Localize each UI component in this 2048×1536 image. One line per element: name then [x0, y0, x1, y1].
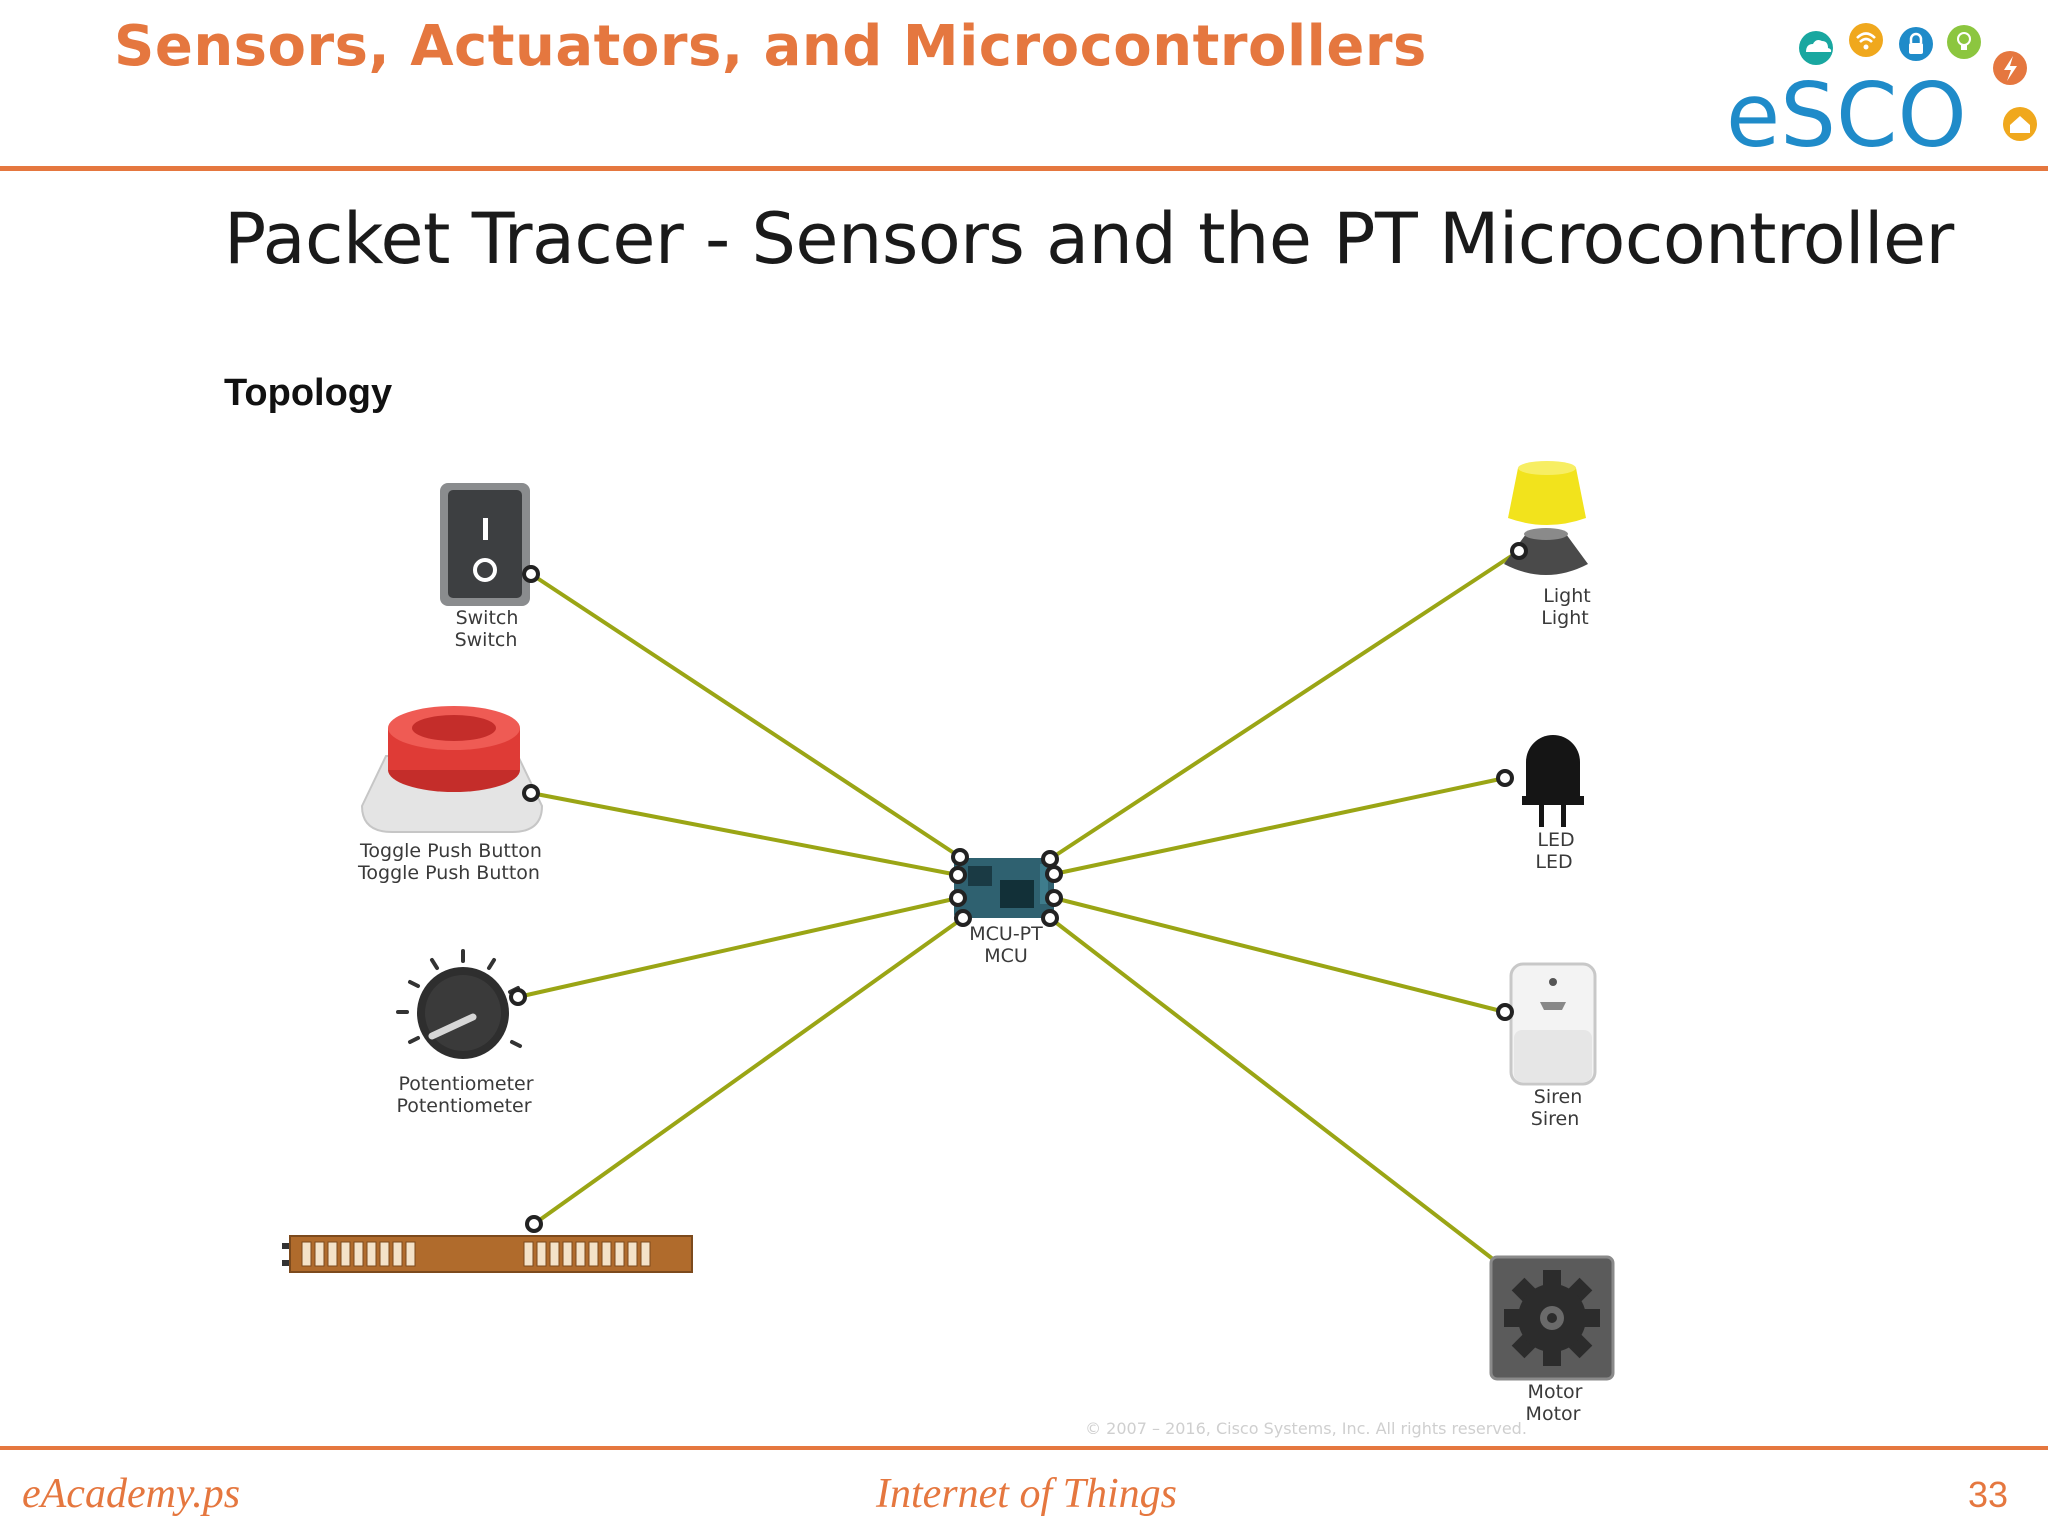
- flex-sensor-cell: [640, 1241, 651, 1267]
- flex-sensor-cell: [379, 1241, 390, 1267]
- knob-icon: [396, 949, 522, 1059]
- flex-sensor-cell: [614, 1241, 625, 1267]
- lightning-icon: [1993, 51, 2027, 85]
- flex-sensor-cell: [562, 1241, 573, 1267]
- flex-sensor-cell: [575, 1241, 586, 1267]
- led-name-label: LED: [1535, 851, 1572, 873]
- siren-device[interactable]: Siren Siren: [1496, 962, 1597, 1130]
- flex-sensor-cell: [405, 1241, 416, 1267]
- cloud-icon: [1799, 31, 1833, 65]
- push-button-device[interactable]: Toggle Push Button Toggle Push Button: [357, 706, 544, 884]
- switch-device[interactable]: Switch Switch: [440, 483, 540, 651]
- button-type-label: Toggle Push Button: [359, 840, 542, 862]
- switch-type-label: Switch: [456, 607, 519, 629]
- siren-type-label: Siren: [1534, 1086, 1582, 1108]
- flex-sensor-cell: [314, 1241, 325, 1267]
- link-motor: [1048, 916, 1500, 1265]
- link-led: [1053, 776, 1506, 876]
- flex-sensor-cell: [523, 1241, 534, 1267]
- slide-title: Packet Tracer - Sensors and the PT Micro…: [224, 198, 1954, 280]
- flex-sensor-cell: [536, 1241, 547, 1267]
- flex-sensor-device[interactable]: [282, 1215, 693, 1273]
- led-icon: [1522, 735, 1584, 827]
- logo-text: eSCO: [1726, 64, 1967, 162]
- link-switch: [529, 572, 962, 859]
- lock-icon: [1899, 27, 1933, 61]
- led-device[interactable]: LED LED: [1496, 735, 1584, 873]
- flex-sensor-cells-left: [301, 1241, 416, 1267]
- light-type-label: Light: [1543, 585, 1590, 607]
- link-button: [530, 791, 959, 877]
- footer-brand: eAcademy.ps: [22, 1471, 241, 1517]
- mcu-device[interactable]: MCU-PT MCU: [949, 848, 1063, 967]
- flex-sensor-cell: [588, 1241, 599, 1267]
- led-type-label: LED: [1537, 829, 1574, 851]
- page-number: 33: [1967, 1474, 2008, 1515]
- esco-logo: eSCO: [1726, 23, 2037, 162]
- light-name-label: Light: [1541, 607, 1588, 629]
- flex-sensor-cells-right: [523, 1241, 651, 1267]
- wifi-icon: [1849, 23, 1883, 57]
- gear-icon: [1489, 1255, 1615, 1381]
- pot-name-label: Potentiometer: [396, 1095, 531, 1117]
- link-flex: [532, 916, 965, 1226]
- rocker-switch-icon: [440, 483, 530, 606]
- topology-label: Topology: [224, 372, 393, 414]
- header-title: Sensors, Actuators, and Microcontrollers: [114, 14, 1427, 79]
- header-rule: [0, 166, 2048, 171]
- footer-rule: [0, 1446, 2048, 1450]
- copyright-text: © 2007 – 2016, Cisco Systems, Inc. All r…: [1085, 1419, 1527, 1438]
- flex-sensor-cell: [366, 1241, 377, 1267]
- light-device[interactable]: Light Light: [1504, 461, 1591, 629]
- flex-sensor-cell: [601, 1241, 612, 1267]
- flex-sensor-cell: [353, 1241, 364, 1267]
- pot-type-label: Potentiometer: [398, 1073, 533, 1095]
- flex-sensor-cell: [327, 1241, 338, 1267]
- motor-type-label: Motor: [1528, 1381, 1583, 1403]
- motor-device[interactable]: Motor Motor: [1489, 1255, 1615, 1425]
- flex-sensor-cell: [627, 1241, 638, 1267]
- lamp-icon: [1504, 461, 1588, 575]
- flex-sensor-cell: [549, 1241, 560, 1267]
- potentiometer-device[interactable]: Potentiometer Potentiometer: [396, 949, 534, 1117]
- button-name-label: Toggle Push Button: [357, 862, 540, 884]
- push-button-icon: [360, 706, 544, 833]
- link-light: [1048, 549, 1521, 861]
- flex-sensor-icon: [282, 1235, 693, 1273]
- flex-sensor-cell: [392, 1241, 403, 1267]
- home-icon: [2003, 107, 2037, 141]
- link-pot: [517, 896, 959, 999]
- link-siren: [1053, 896, 1506, 1014]
- links: [517, 549, 1521, 1265]
- flex-sensor-cell: [301, 1241, 312, 1267]
- switch-name-label: Switch: [455, 629, 518, 651]
- mcu-model-label: MCU-PT: [969, 923, 1043, 945]
- mcu-name-label: MCU: [984, 945, 1028, 967]
- siren-icon: [1509, 962, 1597, 1086]
- siren-name-label: Siren: [1531, 1108, 1579, 1130]
- lightbulb-icon: [1947, 25, 1981, 59]
- flex-sensor-cell: [340, 1241, 351, 1267]
- motor-name-label: Motor: [1526, 1403, 1581, 1425]
- footer-course: Internet of Things: [876, 1471, 1177, 1517]
